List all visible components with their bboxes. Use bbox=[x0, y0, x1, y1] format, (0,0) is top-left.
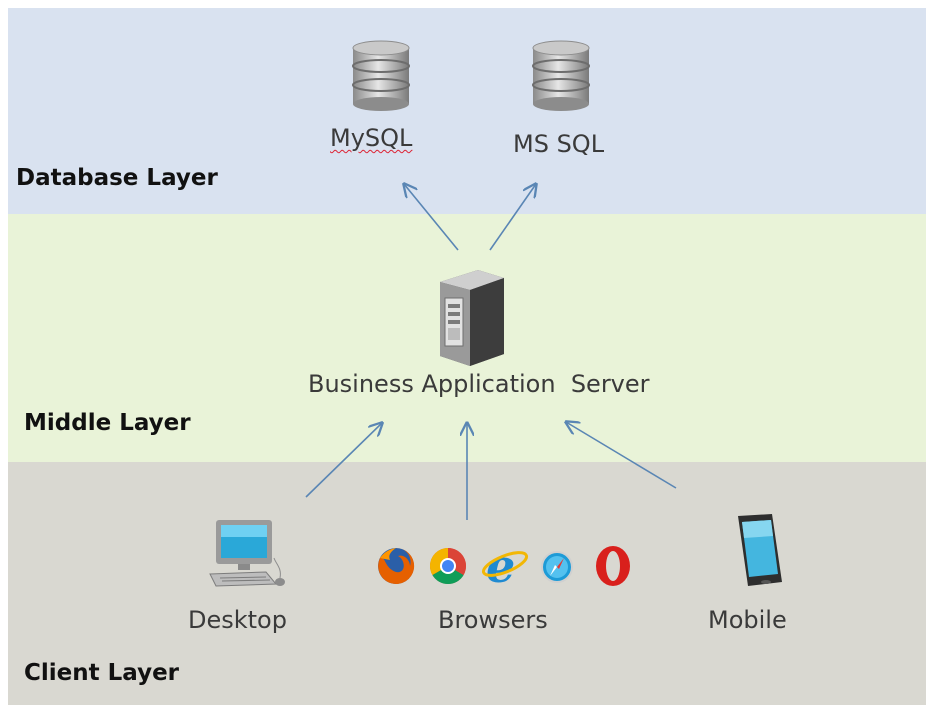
desktop-computer-icon bbox=[209, 520, 285, 587]
middle-layer-title: Middle Layer bbox=[24, 410, 191, 436]
opera-icon bbox=[596, 546, 630, 586]
mobile-label: Mobile bbox=[708, 606, 787, 634]
svg-text:e: e bbox=[486, 542, 515, 588]
database-layer-band bbox=[8, 8, 926, 214]
client-layer-title: Client Layer bbox=[24, 660, 180, 686]
smartphone-icon bbox=[738, 514, 782, 586]
internet-explorer-icon: e bbox=[481, 542, 529, 588]
chrome-icon bbox=[429, 548, 467, 585]
database-icon bbox=[532, 40, 590, 111]
database-icon bbox=[352, 40, 410, 111]
browsers-label: Browsers bbox=[438, 606, 548, 634]
mssql-label: MS SQL bbox=[513, 130, 605, 158]
business-application-server-label: Business Application Server bbox=[308, 370, 650, 398]
mysql-label: MySQL bbox=[330, 124, 413, 152]
safari-icon bbox=[541, 551, 573, 583]
server-tower-icon bbox=[440, 270, 504, 366]
desktop-label: Desktop bbox=[188, 606, 287, 634]
firefox-icon bbox=[378, 547, 415, 584]
database-layer-title: Database Layer bbox=[16, 165, 218, 191]
